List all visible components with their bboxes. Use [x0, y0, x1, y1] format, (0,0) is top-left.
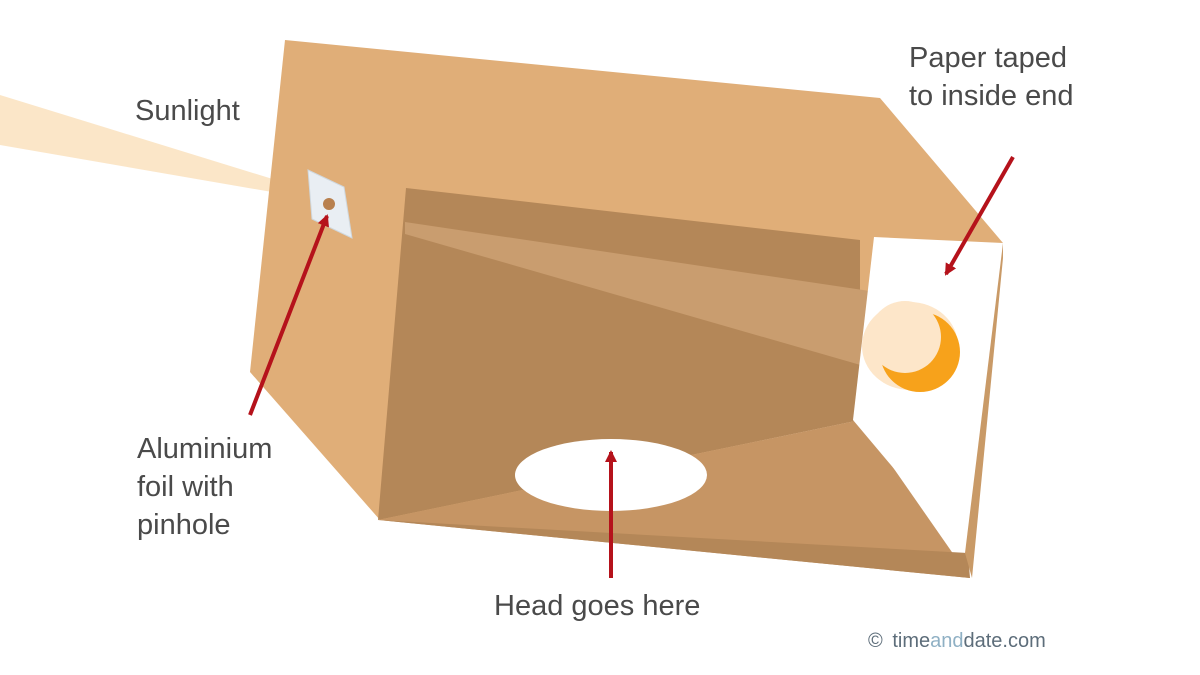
box-bottom-edge [378, 520, 970, 578]
projected-light-beam [405, 222, 930, 385]
paper-edge [965, 243, 1003, 578]
credit-part1: time [892, 630, 930, 652]
eclipse-moon-icon [869, 301, 941, 373]
arrow-paper-icon [944, 156, 1015, 276]
pinhole-icon [323, 198, 335, 210]
label-foil-line3: pinhole [137, 509, 231, 541]
box-inner-face [378, 188, 860, 520]
sunlight-ray [0, 95, 318, 200]
label-sunlight: Sunlight [135, 95, 240, 127]
label-paper-line2: to inside end [909, 80, 1073, 112]
label-foil-line2: foil with [137, 471, 234, 503]
label-head: Head goes here [494, 590, 700, 622]
credit-part3: date.com [963, 630, 1045, 652]
arrow-foil-icon [248, 214, 329, 416]
label-paper-line1: Paper taped [909, 42, 1067, 74]
credit-logo: © timeanddate.com [868, 630, 1046, 652]
label-foil-line1: Aluminium [137, 433, 272, 465]
credit-symbol: © [868, 630, 883, 652]
credit-part2: and [930, 630, 963, 652]
